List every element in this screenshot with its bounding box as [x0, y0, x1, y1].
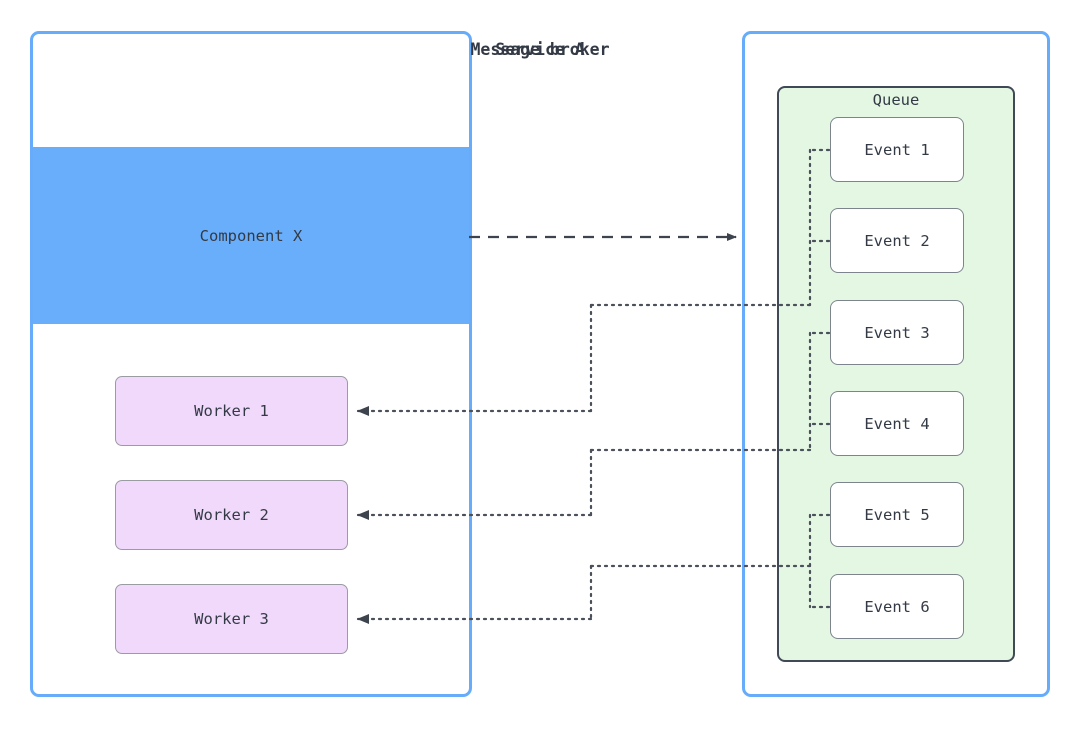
worker-3-label: Worker 3: [194, 610, 269, 628]
event-5-label: Event 5: [864, 505, 930, 524]
event-2-box[interactable]: Event 2: [830, 208, 964, 273]
event-1-label: Event 1: [864, 140, 930, 159]
queue-label: Queue: [872, 91, 920, 109]
event-3-box[interactable]: Event 3: [830, 300, 964, 365]
event-2-label: Event 2: [864, 231, 930, 250]
event-3-label: Event 3: [864, 323, 930, 342]
component-x-label: Component X: [199, 226, 303, 245]
component-x-box[interactable]: Component X: [33, 147, 469, 324]
event-4-label: Event 4: [864, 414, 930, 433]
worker-1-label: Worker 1: [194, 402, 269, 420]
event-1-box[interactable]: Event 1: [830, 117, 964, 182]
event-6-box[interactable]: Event 6: [830, 574, 964, 639]
worker-2-box[interactable]: Worker 2: [115, 480, 348, 550]
worker-3-box[interactable]: Worker 3: [115, 584, 348, 654]
event-5-box[interactable]: Event 5: [830, 482, 964, 547]
event-4-box[interactable]: Event 4: [830, 391, 964, 456]
event-6-label: Event 6: [864, 597, 930, 616]
worker-1-box[interactable]: Worker 1: [115, 376, 348, 446]
worker-2-label: Worker 2: [194, 506, 269, 524]
queue-box[interactable]: [777, 86, 1015, 662]
service-a-title: Service A: [495, 40, 585, 59]
message-broker-title: Message broker: [470, 40, 610, 59]
